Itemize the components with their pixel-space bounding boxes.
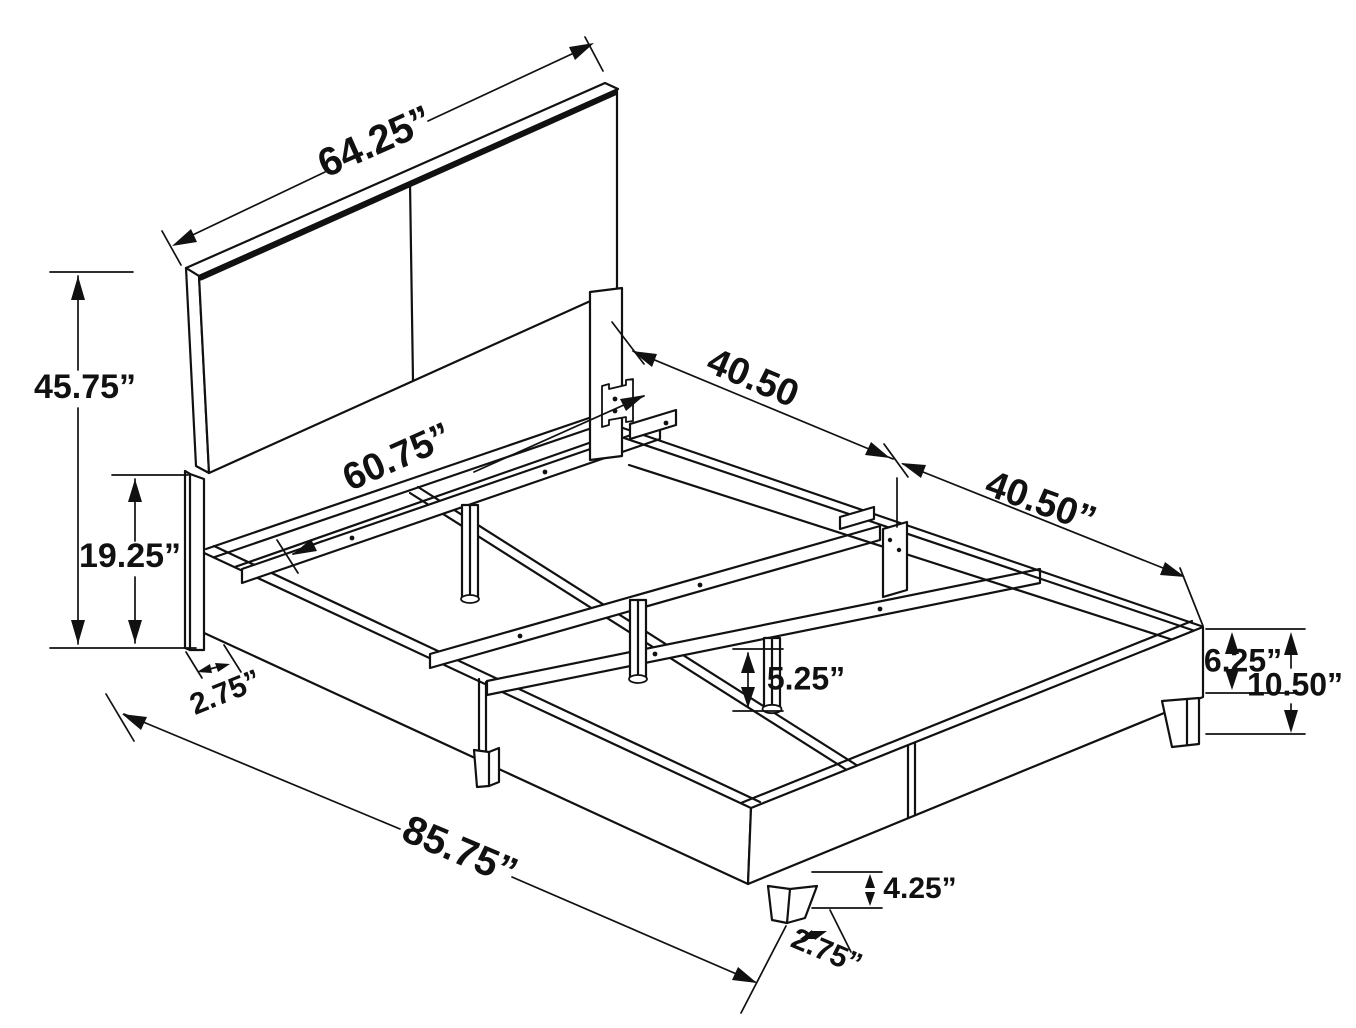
arrowhead-icon [620, 395, 645, 411]
arrowhead-icon [632, 351, 657, 367]
arrowhead-icon [1160, 562, 1185, 577]
headboard-panel-divider [408, 181, 415, 383]
dim-label-panel-bottom-height: 19.25” [79, 537, 181, 575]
dim-label-side-rail-height: 6.25” [1204, 642, 1282, 678]
dim-headboard-height: 45.75” [34, 271, 197, 649]
foot-end-rail [739, 619, 1205, 925]
arrowhead-icon [1284, 710, 1298, 733]
dim-panel-bottom-height: 19.25” [79, 474, 189, 644]
arrowhead-icon [812, 931, 827, 940]
arrowhead-icon [292, 539, 317, 555]
dim-label-headboard-height: 45.75” [34, 368, 136, 406]
left-rail-leg [472, 746, 501, 789]
headboard [183, 81, 634, 652]
center-leg-1 [460, 503, 480, 604]
slat-1 [240, 423, 662, 585]
arrowhead-icon [1225, 669, 1239, 690]
dim-label-rail-segment-b: 40.50” [980, 463, 1102, 541]
head-rail [204, 416, 591, 577]
dim-label-slat-length: 60.75” [337, 415, 458, 500]
dim-foot-leg-height: 4.25” [811, 871, 957, 909]
arrowhead-icon [71, 620, 85, 644]
rear-corner-leg [1160, 696, 1201, 749]
front-corner-leg [766, 884, 819, 925]
arrowhead-icon [122, 714, 147, 730]
center-leg-2 [628, 598, 648, 684]
arrowhead-icon [1225, 632, 1239, 654]
dim-label-center-leg-height: 5.25” [767, 660, 845, 696]
dim-foot-end-height: 10.50” [1205, 632, 1343, 735]
arrowhead-icon [800, 930, 815, 939]
arrowhead-icon [865, 442, 890, 458]
arrowhead-icon [741, 652, 755, 673]
dim-label-overall-length: 85.75” [396, 807, 524, 894]
arrowhead-icon [732, 967, 757, 983]
slat-3 [485, 567, 1042, 697]
arrowhead-icon [741, 687, 755, 708]
dim-label-foot-leg-depth: 2.75” [786, 922, 866, 981]
dim-side-rail-height: 6.25” [1204, 628, 1306, 694]
headboard-left-leg [183, 469, 206, 652]
arrowhead-icon [901, 463, 926, 478]
slat-2-end-bracket [838, 505, 909, 599]
slat-2 [428, 524, 882, 670]
right-side-rail [618, 425, 1203, 650]
dim-center-leg-height: 5.25” [732, 648, 845, 712]
arrowhead-icon [569, 43, 594, 60]
dim-label-headboard-leg-depth: 2.75” [185, 663, 265, 721]
slat-1-end-tab [628, 408, 678, 441]
arrowhead-icon [865, 892, 875, 906]
mounting-bracket [601, 378, 634, 428]
arrowhead-icon [172, 229, 197, 246]
dim-label-foot-end-height: 10.50” [1247, 666, 1343, 702]
arrowhead-icon [71, 276, 85, 300]
arrowhead-icon [865, 874, 875, 888]
arrowhead-icon [128, 620, 142, 643]
arrowhead-icon [197, 664, 212, 673]
arrowhead-icon [1284, 632, 1298, 655]
arrowhead-icon [215, 663, 230, 672]
headboard-right-post [588, 286, 624, 462]
dim-label-rail-segment-a: 40.50 [701, 340, 805, 416]
dim-label-foot-leg-height: 4.25” [883, 872, 956, 905]
arrowhead-icon [128, 479, 142, 502]
